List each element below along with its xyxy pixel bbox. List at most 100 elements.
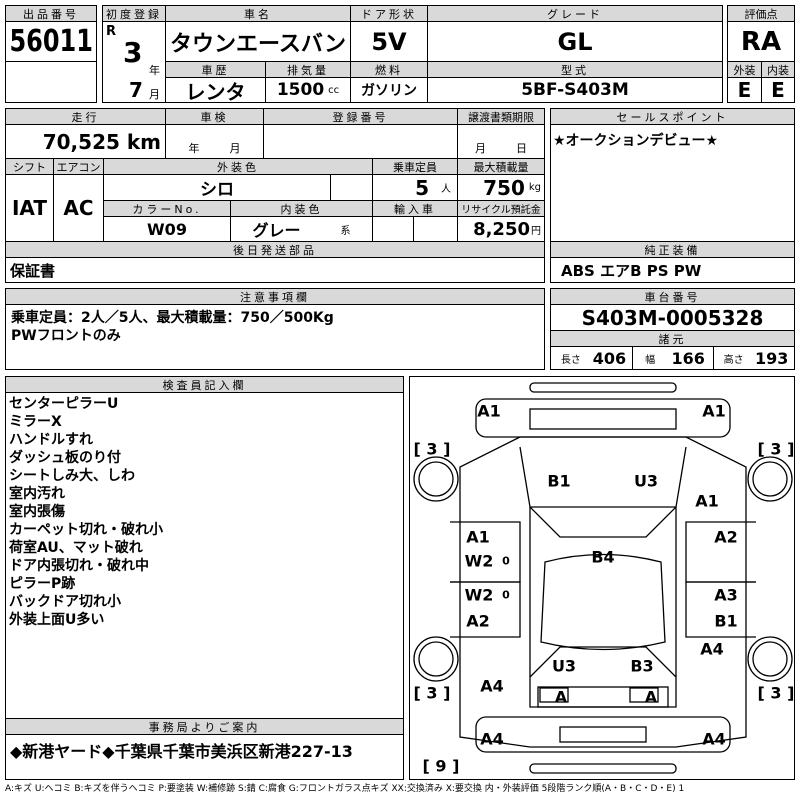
damage-mark: A1 [466, 527, 490, 547]
damage-mark: A [644, 687, 658, 707]
damage-mark: A1 [702, 401, 726, 421]
grade-label: グレード [427, 5, 723, 22]
damage-mark: B3 [630, 656, 654, 676]
shift-label: シフト [5, 158, 54, 175]
registration-value: R 3 年 7 月 [102, 21, 166, 103]
equipment-label: 純正装備 [550, 241, 795, 258]
damage-mark: [ 3 ] [757, 439, 795, 459]
shift-value: IAT [5, 174, 54, 242]
sales-point-label: セールスポイント [550, 108, 795, 125]
damage-mark: [ 9 ] [422, 756, 460, 776]
equipment-value: ABS エアB PS PW [550, 257, 795, 283]
car-outline [413, 382, 793, 774]
damage-mark: A4 [480, 729, 504, 749]
inspector-note: バックドア切れ小 [9, 594, 121, 610]
import-label: 輸入車 [372, 200, 458, 217]
inspector-note: ダッシュ板のり付 [9, 450, 121, 466]
damage-mark: A1 [695, 491, 719, 511]
damage-mark: A4 [700, 639, 724, 659]
lot-number: 56011 [5, 21, 97, 62]
damage-mark: U3 [551, 656, 577, 676]
car-name: タウンエースバン [165, 21, 351, 62]
aircon-value: AC [53, 174, 104, 242]
damage-mark: A4 [702, 729, 726, 749]
office-value: ◆新港ヤード◆千葉県千葉市美浜区新港227-13 [5, 734, 404, 780]
max-load-label: 最大積載量 [457, 158, 545, 175]
sales-point-value: ★オークションデビュー★ [550, 124, 795, 242]
capacity-label: 乗車定員 [372, 158, 458, 175]
door-value: 5V [350, 21, 428, 62]
mileage-label: 走行 [5, 108, 166, 125]
grade-value: GL [427, 21, 723, 62]
notes-value: 乗車定員：2人／5人、最大積載量：750／500Kg PWフロントのみ [5, 304, 545, 370]
specs-label: 諸元 [550, 330, 795, 347]
damage-mark: [ 3 ] [413, 439, 451, 459]
inspector-note: 室内汚れ [9, 486, 65, 502]
color-no-label: カラーNo. [103, 200, 231, 217]
ext-color-extra [330, 174, 373, 201]
model-label: 型式 [427, 61, 723, 78]
later-parts-value: 保証書 [5, 257, 545, 283]
color-no-value: W09 [103, 216, 231, 242]
damage-mark: A3 [714, 585, 738, 605]
damage-mark: A1 [477, 401, 501, 421]
fuel-value: ガソリン [350, 77, 428, 103]
damage-mark: A2 [466, 611, 490, 631]
int-score: E [761, 77, 795, 103]
int-score-label: 内装 [761, 61, 795, 78]
lot-label: 出品番号 [5, 5, 97, 22]
inspector-note: シートしみ大、しわ [9, 468, 135, 484]
score-value: RA [727, 21, 795, 62]
import-cell-2 [413, 216, 458, 242]
inspection-value: 年月 [165, 124, 264, 159]
legend: A:キズ U:ヘコミ B:キズを伴うヘコミ P:要塗装 W:補修跡 S:錆 C:… [5, 784, 685, 794]
inspection-label: 車検 [165, 108, 264, 125]
int-color-label: 内装色 [230, 200, 373, 217]
damage-mark: 0 [502, 554, 510, 568]
damage-mark: A2 [714, 527, 738, 547]
displacement-label: 排気量 [265, 61, 351, 78]
damage-mark: A4 [480, 676, 504, 696]
inspector-note: ドア内張切れ・破れ中 [9, 558, 149, 574]
aircon-label: エアコン [53, 158, 104, 175]
reg-number-label: 登録番号 [263, 108, 458, 125]
notes-label: 注意事項欄 [5, 288, 545, 305]
transfer-value: 月日 [457, 124, 545, 159]
chassis-label: 車台番号 [550, 288, 795, 305]
inspector-note: 室内張傷 [9, 504, 65, 520]
reg-number-value [263, 124, 458, 159]
damage-mark: A [554, 687, 568, 707]
chassis-value: S403M-0005328 [550, 304, 795, 331]
lot-blank [5, 61, 97, 103]
int-color-value: グレー系 [230, 216, 373, 242]
later-parts-label: 後日発送部品 [5, 241, 545, 258]
inspector-label: 検査員記入欄 [5, 376, 404, 393]
model-value: 5BF-S403M [427, 77, 723, 103]
damage-mark: B1 [547, 471, 571, 491]
car-name-label: 車名 [165, 5, 351, 22]
registration-label: 初度登録 [102, 5, 166, 22]
damage-mark: B1 [714, 611, 738, 631]
door-label: ドア形状 [350, 5, 428, 22]
damage-mark: [ 3 ] [413, 683, 451, 703]
recycle-label: リサイクル預託金 [457, 200, 545, 217]
inspector-note: ミラーX [9, 414, 62, 430]
history-label: 車歴 [165, 61, 266, 78]
inspector-note: 外装上面U多い [9, 612, 105, 628]
ext-score: E [727, 77, 762, 103]
damage-mark: B4 [591, 547, 615, 567]
damage-mark: [ 3 ] [757, 683, 795, 703]
inspector-note: ピラーP跡 [9, 576, 76, 592]
inspector-note: ハンドルすれ [9, 432, 93, 448]
fuel-label: 燃料 [350, 61, 428, 78]
ext-color-label: 外装色 [103, 158, 373, 175]
transfer-label: 譲渡書類期限 [457, 108, 545, 125]
damage-mark: W2 [464, 551, 494, 571]
